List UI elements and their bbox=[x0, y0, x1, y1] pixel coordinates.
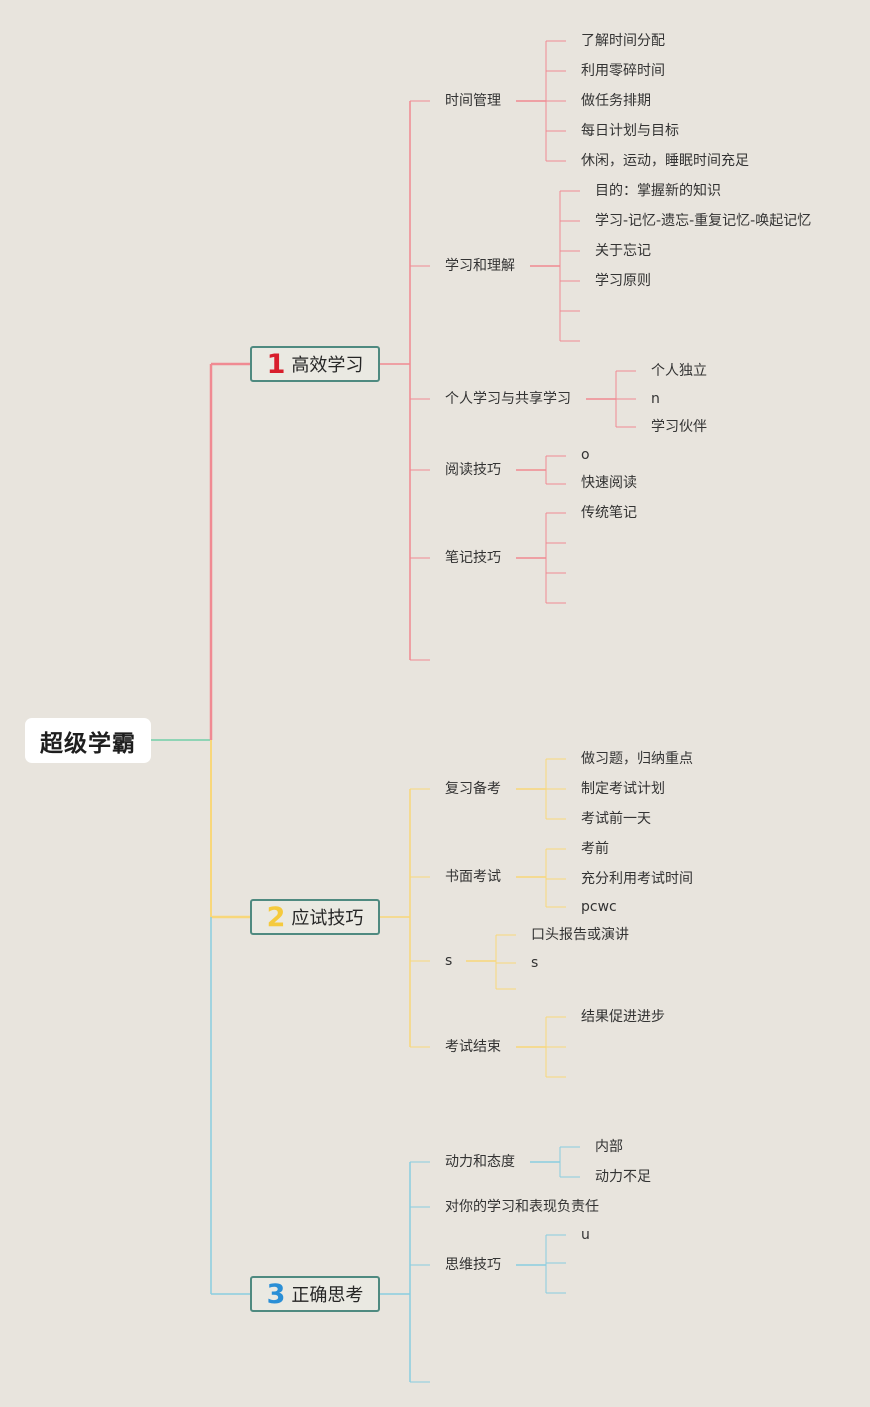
leaf-node[interactable]: 每日计划与目标 bbox=[581, 123, 679, 139]
subtopic-note-taking[interactable]: 笔记技巧 bbox=[441, 549, 505, 567]
branch-number-1: 1 bbox=[266, 348, 286, 380]
leaf-node[interactable]: 休闲，运动，睡眠时间充足 bbox=[581, 153, 749, 169]
leaf-node[interactable]: 做习题，归纳重点 bbox=[581, 751, 693, 767]
subtopic-time-management[interactable]: 时间管理 bbox=[441, 92, 505, 110]
subtopic-personal-shared-learning[interactable]: 个人学习与共享学习 bbox=[441, 390, 575, 408]
leaf-node[interactable]: 个人独立 bbox=[651, 363, 707, 379]
leaf-node[interactable]: o bbox=[581, 447, 590, 463]
leaf-node[interactable]: 目的：掌握新的知识 bbox=[595, 183, 721, 199]
branch-number-3: 3 bbox=[266, 1278, 286, 1310]
branch-number-2: 2 bbox=[266, 901, 286, 933]
leaf-node[interactable]: 学习原则 bbox=[595, 273, 651, 289]
subtopic-thinking-skills[interactable]: 思维技巧 bbox=[441, 1256, 505, 1274]
leaf-node[interactable]: 考试前一天 bbox=[581, 811, 651, 827]
leaf-node[interactable]: 结果促进进步 bbox=[581, 1009, 665, 1025]
branch-label: 正确思考 bbox=[291, 1285, 364, 1306]
leaf-node[interactable]: 利用零碎时间 bbox=[581, 63, 665, 79]
leaf-node[interactable]: 内部 bbox=[595, 1139, 623, 1155]
leaf-node[interactable]: 充分利用考试时间 bbox=[581, 871, 693, 887]
leaf-node[interactable]: 快速阅读 bbox=[581, 475, 637, 491]
leaf-node[interactable]: 学习伙伴 bbox=[651, 419, 707, 435]
branch-node-efficient-study[interactable]: 1 高效学习 bbox=[250, 346, 380, 382]
subtopic-reading-skills[interactable]: 阅读技巧 bbox=[441, 461, 505, 479]
leaf-node[interactable]: 了解时间分配 bbox=[581, 33, 665, 49]
branch-node-exam-skills[interactable]: 2 应试技巧 bbox=[250, 899, 380, 935]
subtopic-review-prep[interactable]: 复习备考 bbox=[441, 780, 505, 798]
leaf-node[interactable]: s bbox=[531, 955, 539, 971]
leaf-node[interactable]: n bbox=[651, 391, 660, 407]
leaf-node[interactable]: 口头报告或演讲 bbox=[531, 927, 629, 943]
subtopic-responsibility[interactable]: 对你的学习和表现负责任 bbox=[441, 1198, 603, 1216]
leaf-node[interactable]: 制定考试计划 bbox=[581, 781, 665, 797]
subtopic-motivation-attitude[interactable]: 动力和态度 bbox=[441, 1153, 519, 1171]
leaf-node[interactable]: u bbox=[581, 1227, 590, 1243]
leaf-node[interactable]: 做任务排期 bbox=[581, 93, 651, 109]
branch-label: 应试技巧 bbox=[291, 908, 364, 929]
leaf-node[interactable]: 动力不足 bbox=[595, 1169, 651, 1185]
leaf-node[interactable]: 考前 bbox=[581, 841, 609, 857]
subtopic-after-exam[interactable]: 考试结束 bbox=[441, 1038, 505, 1056]
branch-label: 高效学习 bbox=[291, 355, 364, 376]
leaf-node[interactable]: 传统笔记 bbox=[581, 505, 637, 521]
subtopic-s[interactable]: s bbox=[441, 952, 457, 970]
leaf-node[interactable]: 关于忘记 bbox=[595, 243, 651, 259]
branch-node-correct-thinking[interactable]: 3 正确思考 bbox=[250, 1276, 380, 1312]
root-node[interactable]: 超级学霸 bbox=[25, 718, 151, 763]
subtopic-written-exam[interactable]: 书面考试 bbox=[441, 868, 505, 886]
subtopic-learning-understanding[interactable]: 学习和理解 bbox=[441, 257, 519, 275]
leaf-node[interactable]: pcwc bbox=[581, 899, 617, 915]
leaf-node[interactable]: 学习-记忆-遗忘-重复记忆-唤起记忆 bbox=[595, 213, 812, 229]
